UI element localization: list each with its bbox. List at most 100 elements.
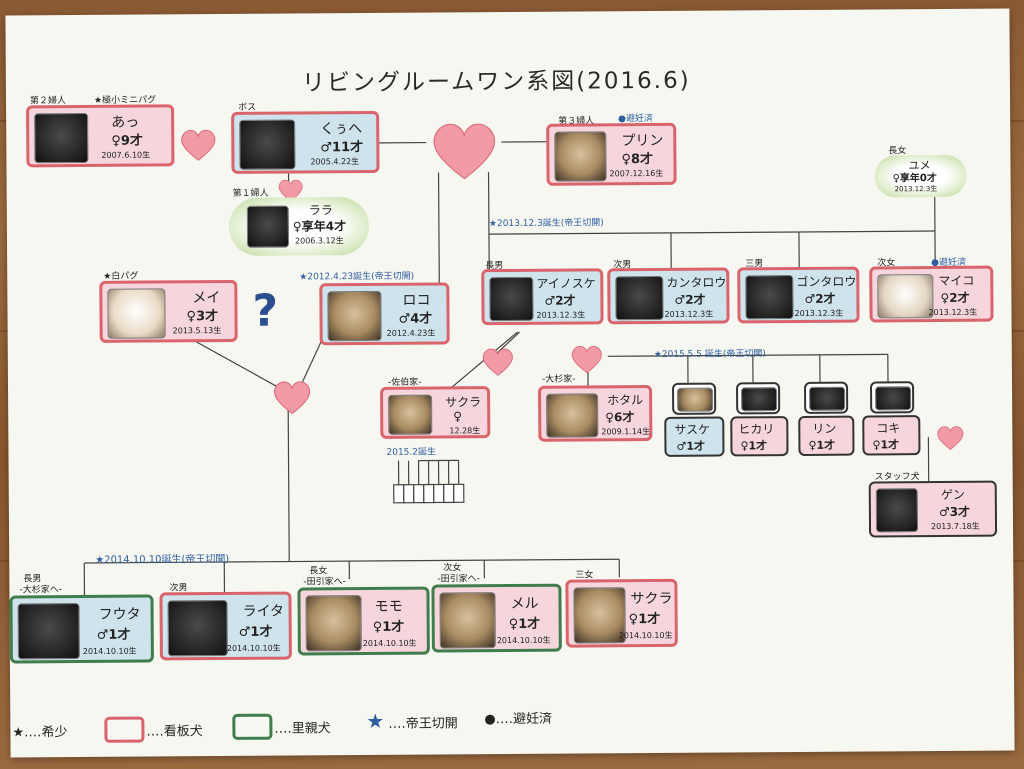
- legend-foster: ‥‥里親犬: [274, 721, 331, 737]
- dog-name: カンタロウ: [666, 275, 727, 290]
- dog-photo: [546, 393, 599, 438]
- dog-photo: [745, 275, 794, 320]
- dog-birthdate: 2014.10.10生: [496, 635, 551, 646]
- card-sasuke: サスケ ♂1才: [664, 416, 725, 457]
- dog-birthdate: 2013.12.3生: [894, 185, 938, 194]
- dog-name: ヒカリ: [738, 422, 775, 437]
- dog-photo: [439, 592, 496, 649]
- dog-age: ♀8才: [621, 151, 654, 168]
- hotaru-role: -大杉家-: [541, 374, 576, 385]
- legend-cesarean: ‥‥帝王切開: [388, 716, 458, 732]
- dog-photo: [489, 276, 534, 322]
- tree-lines: [83, 141, 936, 597]
- card-momo: モモ ♀1才 2014.10.10生: [297, 586, 430, 656]
- legend-rare: ★‥‥希少: [12, 725, 68, 741]
- dog-photo: [877, 274, 934, 319]
- dog-photo: [305, 595, 362, 652]
- card-kuhe: くぅへ ♂11才 2005.4.22生: [231, 110, 380, 174]
- dog-birthdate: 2005.4.22生: [310, 157, 360, 167]
- dog-birthdate: 2009.1.14生: [601, 427, 651, 437]
- card-futa: フウタ ♂1才 2014.10.10生: [9, 594, 154, 664]
- dog-photo: [677, 387, 714, 412]
- heart-icon: [278, 179, 303, 202]
- dog-age: ♂3才: [938, 504, 971, 520]
- heart-icon: [181, 129, 216, 161]
- dog-age: ♀3才: [186, 309, 219, 325]
- legend-signboard: ‥‥看板犬: [146, 724, 203, 740]
- card-gen: ゲン ♂3才 2013.7.18生: [868, 480, 998, 538]
- question-mark-icon: ?: [252, 285, 279, 337]
- card-purin: プリン ♀8才 2007.12.16生: [546, 122, 677, 186]
- card-rin: リン ♀1才: [798, 415, 855, 456]
- dog-photo: [327, 290, 382, 342]
- card-roko: ロコ ♂4才 2012.4.23生: [319, 282, 450, 346]
- dog-photo: [809, 386, 846, 411]
- card-raita: ライタ ♂1才 2014.10.10生: [159, 591, 292, 661]
- dog-photo: [239, 119, 296, 170]
- card-kantarou: カンタロウ ♂2才 2013.12.3生: [607, 267, 730, 325]
- puppy-photo-rin: [803, 381, 849, 414]
- dog-age: ♂11才: [320, 140, 364, 156]
- dog-name: コキ: [876, 421, 901, 436]
- dog-age: ♂4才: [398, 311, 433, 327]
- heart-icon: [433, 123, 496, 180]
- card-gontarou: ゴンタロウ ♂2才 2013.12.3生: [737, 266, 860, 324]
- card-hikari: ヒカリ ♀1才: [730, 416, 789, 457]
- card-rara: ララ ♀享年4才 2006.3.12生: [228, 196, 370, 256]
- dog-birthdate: 2012.4.23生: [386, 328, 436, 338]
- dog-age: ♂1才: [96, 627, 131, 643]
- star-icon: ★: [366, 708, 385, 734]
- card-yume: ユメ ♀享年0才 2013.12.3生: [874, 154, 967, 198]
- dog-age: ♂1才: [676, 439, 706, 453]
- dog-photo: [615, 275, 664, 321]
- birth-2013-note: ★2013.12.3誕生(帝王切開): [488, 218, 604, 230]
- dog-age: ♀2才: [940, 290, 970, 305]
- dog-birthdate: 2014.10.10生: [82, 646, 137, 656]
- dog-name: フウタ: [98, 606, 141, 623]
- dog-age: ♂1才: [238, 624, 273, 640]
- dog-name: ゴンタロウ: [796, 274, 857, 289]
- dog-age: ♀1才: [628, 611, 661, 628]
- birth-2015-5-note: ★2015.5.5 誕生(帝王切開): [653, 349, 766, 360]
- card-meru: メル ♀1才 2014.10.10生: [431, 583, 562, 653]
- dog-name: ゲン: [940, 487, 965, 502]
- dog-age: ♀享年0才: [892, 173, 937, 185]
- card-mei: メイ ♀3才 2013.5.13生: [99, 279, 238, 343]
- dog-name: メル: [510, 595, 539, 613]
- dog-birthdate: 2014.10.10生: [362, 638, 417, 649]
- dog-photo: [107, 288, 166, 339]
- card-koki: コキ ♀1才: [862, 415, 921, 456]
- dog-birthdate: 2013.7.18生: [930, 521, 980, 532]
- birth-2015-2-note: 2015.2誕生: [386, 447, 437, 458]
- dog-birthdate: 2014.10.10生: [618, 630, 673, 641]
- dog-birthdate: 2007.6.10生: [101, 150, 151, 160]
- dog-photo: [554, 131, 607, 182]
- futa-sub: -大杉家へ-: [19, 585, 62, 596]
- dog-age: ♀1才: [372, 619, 405, 635]
- heart-icon: [273, 381, 311, 415]
- dog-birthdate: 12.28生: [449, 426, 481, 436]
- dog-name: サクラ: [630, 590, 673, 608]
- dog-name: ララ: [308, 203, 333, 218]
- card-atsu: あっ ♀9才 2007.6.10生: [26, 104, 175, 168]
- card-sakura2: サクラ ♀1才 2014.10.10生: [565, 578, 678, 648]
- puppy-photo-sasuke: [672, 382, 717, 415]
- dog-birthdate: 2013.12.3生: [928, 307, 978, 318]
- puppy-photo-hikari: [736, 382, 781, 415]
- legend-foster-box: [232, 713, 273, 740]
- legend-spayed: ●‥‥避妊済: [484, 711, 553, 728]
- dog-birthdate: 2013.12.3生: [536, 310, 586, 320]
- dog-age: ♀9才: [111, 133, 143, 149]
- dog-photo: [246, 205, 290, 248]
- dog-age: ♀1才: [740, 439, 768, 453]
- dog-age: ♀1才: [508, 616, 541, 633]
- dog-birthdate: 2013.5.13生: [172, 326, 222, 336]
- dog-photo: [167, 599, 228, 657]
- dog-birthdate: 2007.12.16生: [609, 168, 664, 179]
- momo-sub: -田引家へ-: [303, 577, 346, 588]
- dog-name: リン: [812, 421, 837, 436]
- dog-photo: [875, 386, 912, 411]
- card-sakura1: サクラ ♀ 12.28生: [380, 386, 491, 439]
- card-maiko: マイコ ♀2才 2013.12.3生: [869, 265, 994, 323]
- dog-age: ♀1才: [808, 438, 836, 452]
